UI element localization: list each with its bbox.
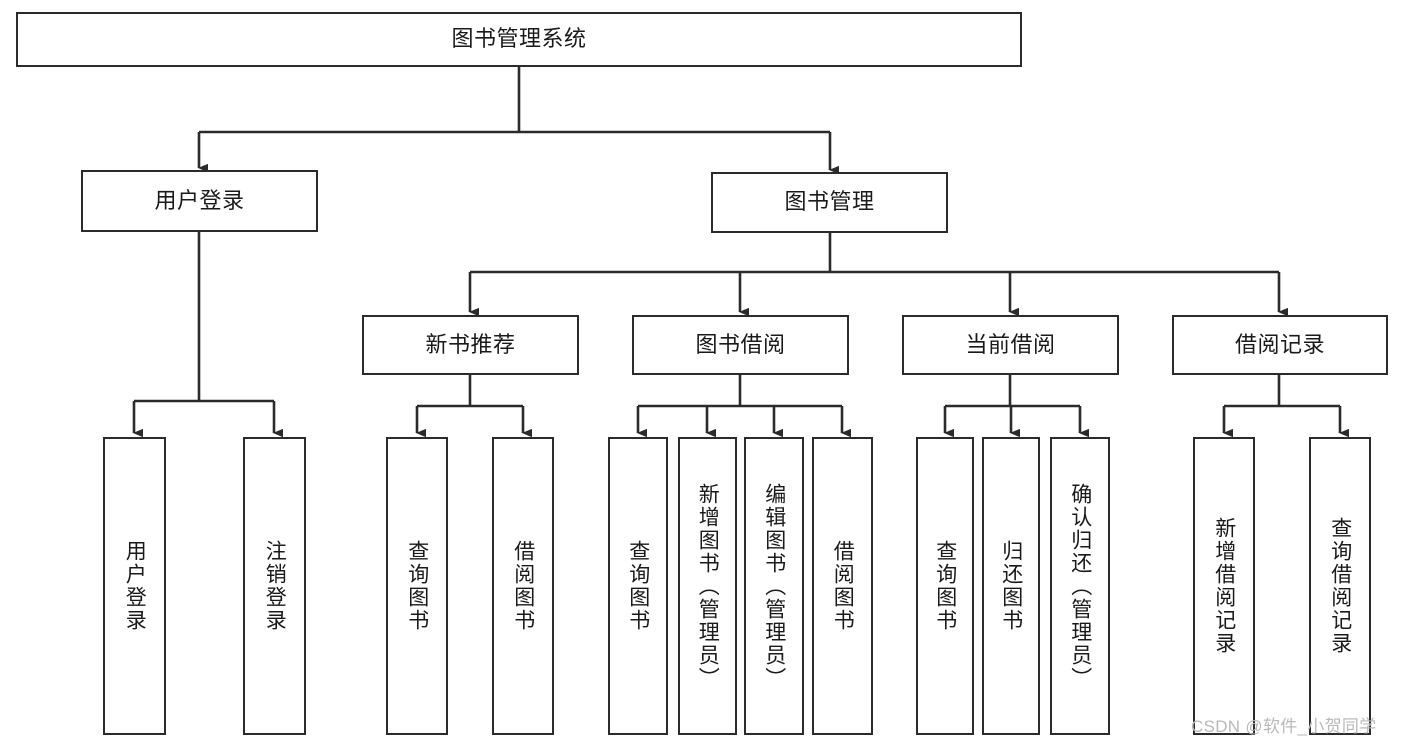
node-leaf-borrow-book-1[interactable]: 借阅图书	[492, 437, 554, 735]
node-book-manage-label: 图书管理	[784, 189, 875, 215]
node-leaf-query-book-3-label: 查询图书	[933, 540, 957, 632]
node-current-borrow[interactable]: 当前借阅	[902, 315, 1119, 375]
node-leaf-return-book-label: 归还图书	[999, 540, 1023, 632]
node-leaf-user-login-label: 用户登录	[123, 540, 147, 632]
node-leaf-query-book-3[interactable]: 查询图书	[916, 437, 974, 735]
node-root-label: 图书管理系统	[451, 26, 587, 52]
node-borrow-record[interactable]: 借阅记录	[1172, 315, 1388, 375]
csdn-watermark: CSDN @软件_小贺同学	[1191, 717, 1377, 736]
node-leaf-borrow-book-2-label: 借阅图书	[831, 540, 855, 632]
node-leaf-edit-book[interactable]: 编辑图书（管理员）	[744, 437, 804, 735]
node-leaf-add-book[interactable]: 新增图书（管理员）	[678, 437, 737, 735]
node-new-book-rec-label: 新书推荐	[425, 331, 516, 357]
node-leaf-add-record-label: 新增借阅记录	[1212, 517, 1236, 655]
node-root[interactable]: 图书管理系统	[16, 12, 1022, 67]
node-leaf-query-book-2[interactable]: 查询图书	[608, 437, 668, 735]
node-book-manage[interactable]: 图书管理	[711, 172, 948, 233]
node-user-login[interactable]: 用户登录	[81, 170, 318, 232]
node-book-borrow-label: 图书借阅	[695, 331, 786, 357]
node-leaf-query-record[interactable]: 查询借阅记录	[1309, 437, 1371, 735]
node-leaf-logout[interactable]: 注销登录	[243, 437, 306, 735]
node-leaf-confirm-return[interactable]: 确认归还（管理员）	[1050, 437, 1110, 735]
node-leaf-user-login[interactable]: 用户登录	[103, 437, 166, 735]
node-borrow-record-label: 借阅记录	[1234, 331, 1325, 357]
node-leaf-borrow-book-2[interactable]: 借阅图书	[812, 437, 873, 735]
node-book-borrow[interactable]: 图书借阅	[632, 315, 849, 375]
node-current-borrow-label: 当前借阅	[965, 331, 1056, 357]
node-leaf-query-book-1-label: 查询图书	[405, 540, 429, 632]
node-leaf-return-book[interactable]: 归还图书	[982, 437, 1040, 735]
node-leaf-query-book-1[interactable]: 查询图书	[386, 437, 448, 735]
node-user-login-label: 用户登录	[154, 187, 245, 213]
node-leaf-edit-book-label: 编辑图书（管理员）	[762, 482, 786, 690]
node-leaf-query-book-2-label: 查询图书	[626, 540, 650, 632]
node-leaf-add-record[interactable]: 新增借阅记录	[1193, 437, 1255, 735]
node-new-book-rec[interactable]: 新书推荐	[362, 315, 579, 375]
node-leaf-add-book-label: 新增图书（管理员）	[696, 482, 720, 690]
node-leaf-logout-label: 注销登录	[263, 540, 287, 632]
node-leaf-query-record-label: 查询借阅记录	[1328, 517, 1352, 655]
node-leaf-confirm-return-label: 确认归还（管理员）	[1068, 482, 1092, 690]
node-leaf-borrow-book-1-label: 借阅图书	[511, 540, 535, 632]
